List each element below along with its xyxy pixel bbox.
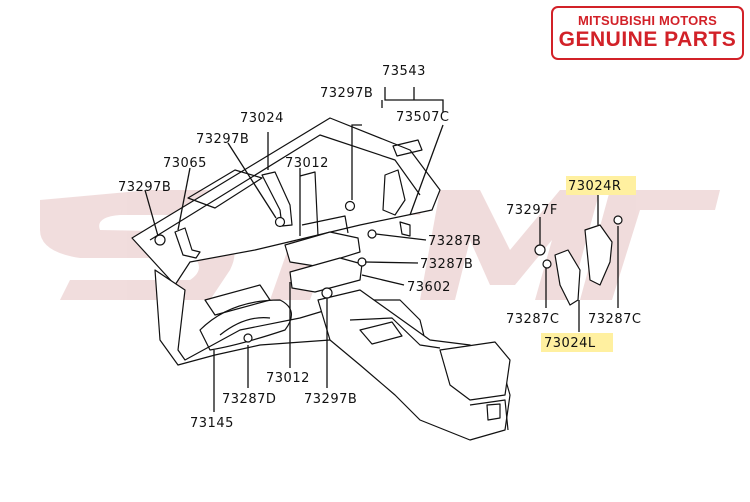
genuine-parts-badge: MITSUBISHI MOTORS GENUINE PARTS [551, 6, 744, 60]
screw-73297b-far [154, 234, 166, 246]
clip-73287c-right [613, 215, 623, 225]
part-label-73065[interactable]: 73065 [163, 156, 207, 171]
brand-top-text: MITSUBISHI MOTORS [578, 13, 717, 28]
part-label-73297b-far[interactable]: 73297B [118, 180, 171, 195]
part-label-73543[interactable]: 73543 [382, 64, 426, 79]
part-label-73297f[interactable]: 73297F [506, 203, 558, 218]
dashboard-illustration [131, 117, 623, 441]
brand-bottom-text: GENUINE PARTS [558, 28, 737, 51]
part-label-73287c-left[interactable]: 73287C [506, 312, 559, 327]
screw-73297b-top [344, 200, 356, 212]
part-label-73287b-a[interactable]: 73287B [428, 234, 481, 249]
part-label-73287b-b[interactable]: 73287B [420, 257, 473, 272]
highlight-73024l [541, 333, 613, 352]
clip-73287d [243, 333, 253, 343]
part-label-73024l[interactable]: 73024L [544, 336, 596, 351]
part-label-73287c-right[interactable]: 73287C [588, 312, 641, 327]
highlight-73024r [566, 176, 636, 195]
screw-73297b-bot [321, 287, 333, 299]
screw-73297b-left [274, 216, 286, 228]
part-label-73287d[interactable]: 73287D [222, 392, 276, 407]
part-labels: 73543 73297B 73507C 73024 73297B 73065 7… [118, 64, 641, 431]
part-label-73012-bot[interactable]: 73012 [266, 371, 310, 386]
clip-73287b-a [367, 229, 377, 239]
part-label-73145[interactable]: 73145 [190, 416, 234, 431]
clip-73287c-left [542, 259, 552, 269]
part-label-73507c[interactable]: 73507C [396, 110, 449, 125]
clip-73287b-b [357, 257, 367, 267]
part-label-73024r[interactable]: 73024R [568, 179, 621, 194]
part-label-73297b-left[interactable]: 73297B [196, 132, 249, 147]
part-label-73602[interactable]: 73602 [407, 280, 451, 295]
part-label-73012-top[interactable]: 73012 [285, 156, 329, 171]
part-label-73297b-top[interactable]: 73297B [320, 86, 373, 101]
leader-lines [144, 87, 619, 412]
part-label-73024[interactable]: 73024 [240, 111, 284, 126]
part-label-73297b-bot[interactable]: 73297B [304, 392, 357, 407]
screw-73297f [534, 244, 546, 256]
